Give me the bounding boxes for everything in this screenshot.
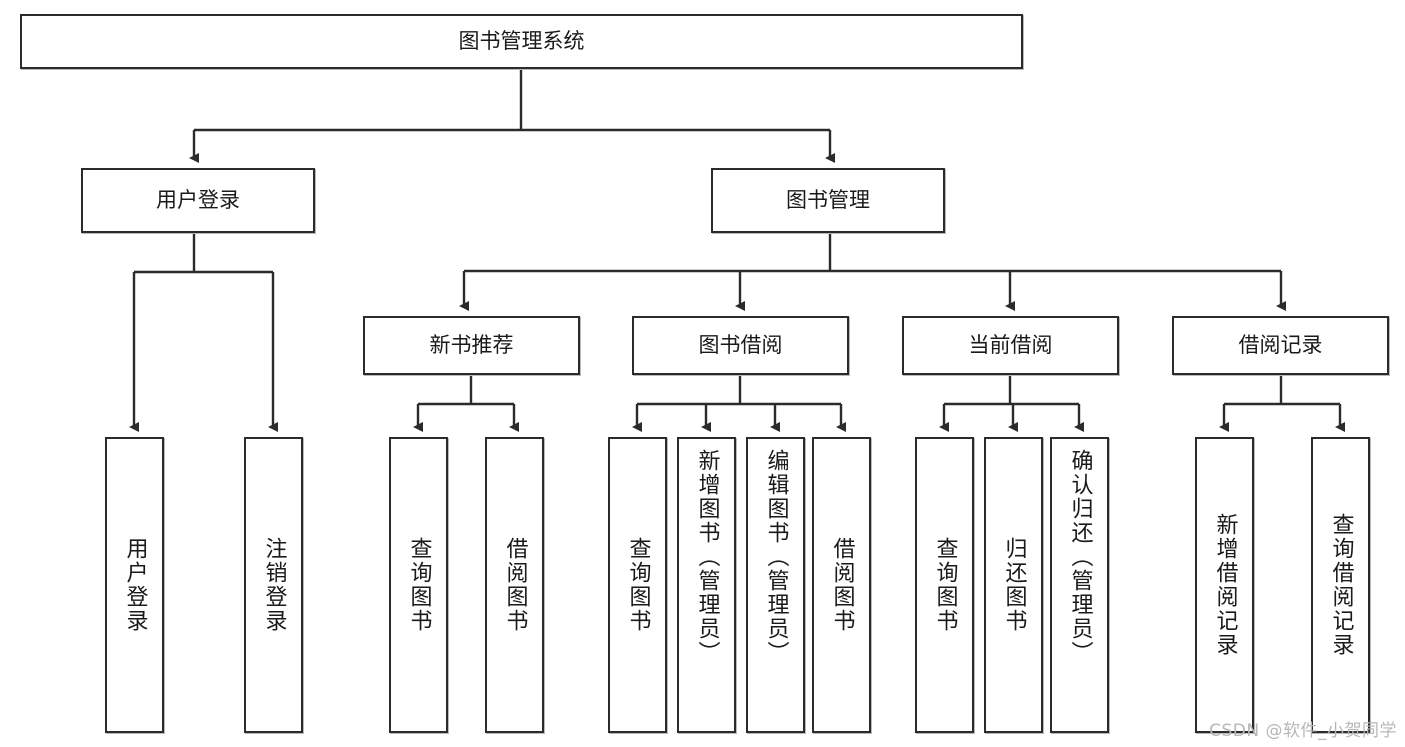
node-current-borrow-label: 当前借阅 [968,333,1053,358]
node-leaf-add-record-label: 新增借阅记录 [1212,513,1238,657]
node-root[interactable]: 图书管理系统 [20,14,1023,69]
node-book-manage-label: 图书管理 [786,188,870,213]
node-leaf-add-book[interactable]: 新增图书（管理员） [677,437,736,733]
node-borrow-record[interactable]: 借阅记录 [1172,316,1389,375]
node-leaf-edit-book-label: 编辑图书（管理员） [763,449,789,665]
node-leaf-edit-book[interactable]: 编辑图书（管理员） [746,437,805,733]
node-leaf-user-logout[interactable]: 注销登录 [244,437,303,733]
node-leaf-borrow-book-1[interactable]: 借阅图书 [485,437,544,733]
node-root-label: 图书管理系统 [458,29,585,54]
node-leaf-add-book-label: 新增图书（管理员） [694,449,720,665]
watermark-text: CSDN @软件_小贺同学 [1209,721,1397,741]
node-leaf-confirm-return[interactable]: 确认归还（管理员） [1050,437,1109,733]
node-leaf-borrow-book-2-label: 借阅图书 [829,537,855,633]
node-new-book-recommend[interactable]: 新书推荐 [363,316,580,375]
node-leaf-query-book-3-label: 查询图书 [932,537,958,633]
node-current-borrow[interactable]: 当前借阅 [902,316,1119,375]
node-leaf-query-book-1-label: 查询图书 [406,537,432,633]
node-leaf-user-login-label: 用户登录 [122,537,148,633]
node-user-login[interactable]: 用户登录 [81,168,315,233]
node-leaf-add-record[interactable]: 新增借阅记录 [1195,437,1254,733]
node-leaf-query-book-2[interactable]: 查询图书 [608,437,667,733]
node-new-book-recommend-label: 新书推荐 [429,333,514,358]
node-book-borrow[interactable]: 图书借阅 [632,316,849,375]
node-book-borrow-label: 图书借阅 [698,333,783,358]
node-leaf-return-book[interactable]: 归还图书 [984,437,1043,733]
node-leaf-user-logout-label: 注销登录 [261,537,287,633]
node-leaf-borrow-book-1-label: 借阅图书 [502,537,528,633]
node-leaf-confirm-return-label: 确认归还（管理员） [1067,449,1093,665]
node-leaf-return-book-label: 归还图书 [1001,537,1027,633]
node-leaf-query-book-3[interactable]: 查询图书 [915,437,974,733]
node-book-manage[interactable]: 图书管理 [711,168,945,233]
node-leaf-borrow-book-2[interactable]: 借阅图书 [812,437,871,733]
node-leaf-query-book-2-label: 查询图书 [625,537,651,633]
node-borrow-record-label: 借阅记录 [1238,333,1323,358]
node-leaf-query-book-1[interactable]: 查询图书 [389,437,448,733]
node-leaf-query-record[interactable]: 查询借阅记录 [1311,437,1370,733]
node-leaf-user-login[interactable]: 用户登录 [105,437,164,733]
node-leaf-query-record-label: 查询借阅记录 [1328,513,1354,657]
node-user-login-label: 用户登录 [156,188,240,213]
